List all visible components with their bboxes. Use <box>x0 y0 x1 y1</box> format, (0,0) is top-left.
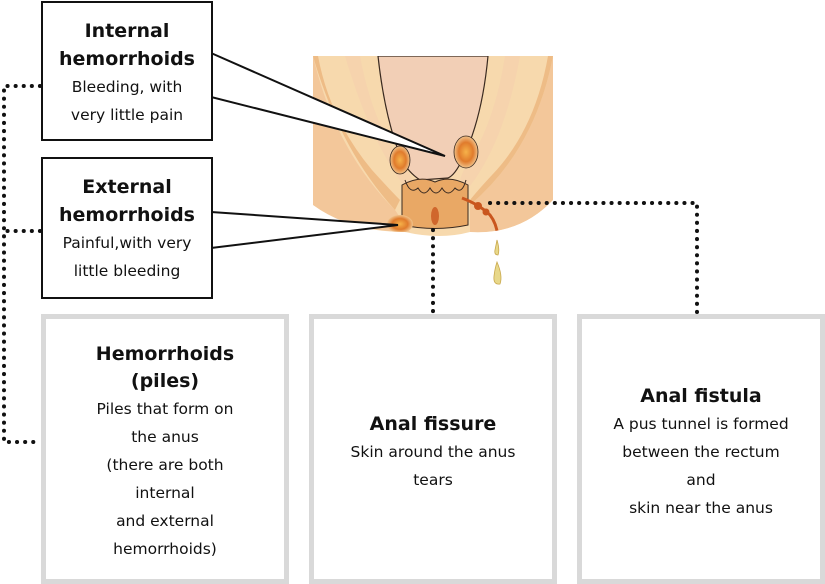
canal-fold-1 <box>404 179 467 194</box>
panel-anal-fistula: Anal fistula A pus tunnel is formed betw… <box>577 314 825 584</box>
panel-hemorrhoids-title: Hemorrhoids (piles) <box>95 343 235 392</box>
fistula-abscess-2 <box>482 208 490 216</box>
panel-fissure-desc: Skin around the anus tears <box>350 443 516 489</box>
pus-drop-1 <box>494 239 500 256</box>
callout-external-hemorrhoids: External hemorrhoids Painful,with very l… <box>41 157 213 299</box>
panel-fistula-desc: A pus tunnel is formed between the rectu… <box>613 415 789 517</box>
external-hemorrhoid <box>387 215 413 233</box>
left-muscle <box>313 56 400 210</box>
panel-anal-fissure: Anal fissure Skin around the anus tears <box>309 314 557 584</box>
internal-hemorrhoid-left <box>389 145 411 175</box>
pus-drop-2 <box>493 260 502 285</box>
callout-external-title: External hemorrhoids <box>58 176 195 226</box>
fissure-tear <box>431 207 439 225</box>
callout-internal-desc: Bleeding, with very little pain <box>70 78 184 124</box>
callout-internal-hemorrhoids: Internal hemorrhoids Bleeding, with very… <box>41 1 213 141</box>
panel-fissure-title: Anal fissure <box>369 413 497 435</box>
fistula-abscess-1 <box>474 202 482 210</box>
connector-internal <box>2 84 42 444</box>
right-tissue-band <box>470 56 553 233</box>
internal-hemorrhoid-right <box>453 135 479 169</box>
panel-fistula-title: Anal fistula <box>640 385 762 407</box>
panel-hemorrhoids: Hemorrhoids (piles) Piles that form on t… <box>41 314 289 584</box>
fistula-tunnel <box>461 196 500 236</box>
callout-internal-title: Internal hemorrhoids <box>58 20 195 70</box>
callout-external-desc: Painful,with very little bleeding <box>62 234 192 280</box>
left-tissue-band <box>313 56 410 232</box>
panel-hemorrhoids-desc: Piles that form on the anus (there are b… <box>96 400 234 558</box>
